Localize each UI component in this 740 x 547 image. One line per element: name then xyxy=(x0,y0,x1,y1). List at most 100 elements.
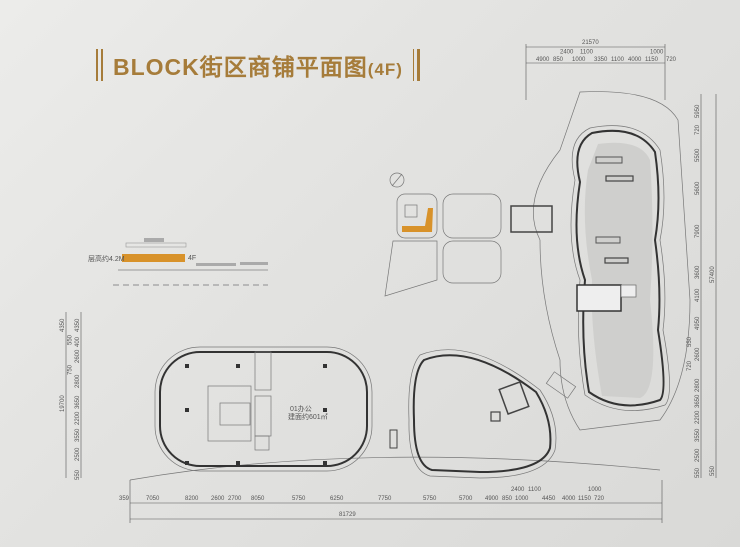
dim-label: 750 xyxy=(68,364,74,375)
unit-outline xyxy=(154,346,373,472)
dimension-right: 5950 720 5500 5600 7900 3600 4100 4950 5… xyxy=(687,94,717,478)
dim-label: 2500 xyxy=(695,448,701,462)
section-floor xyxy=(196,263,236,266)
key-plan xyxy=(384,172,553,297)
dim-label: 3350 xyxy=(594,57,608,63)
dim-label: 400 xyxy=(75,336,81,347)
title-main: BLOCK街区商铺平面图 xyxy=(113,54,368,80)
pavilion xyxy=(490,411,501,422)
dim-label: 1150 xyxy=(645,57,659,63)
dim-left-total: 19700 xyxy=(60,395,66,412)
north-arrow-needle xyxy=(391,173,403,187)
skylight xyxy=(595,156,623,164)
dim-label: 5500 xyxy=(695,148,701,162)
dim-label: 550 xyxy=(68,334,74,345)
dim-label: 8050 xyxy=(251,496,265,502)
dim-label: 2400 xyxy=(511,487,525,493)
building-section: 层高约4.2M 4F xyxy=(88,238,268,286)
dim-label: 550 xyxy=(710,465,716,476)
dim-label: 1000 xyxy=(588,487,602,493)
dim-label: 5750 xyxy=(292,496,306,502)
highlight-unit xyxy=(402,208,433,232)
dim-label: 720 xyxy=(666,57,677,63)
stair xyxy=(254,351,272,391)
dim-label: 7750 xyxy=(378,496,392,502)
right-block-wall xyxy=(575,129,665,407)
dim-label: 3550 xyxy=(75,428,81,442)
dim-label: 2600 xyxy=(211,496,225,502)
key-plan-building xyxy=(510,205,553,233)
dim-label: 2400 xyxy=(560,50,574,56)
dim-label: 550 xyxy=(687,336,693,347)
dim-label: 3650 xyxy=(695,394,701,408)
dim-label: 4450 xyxy=(542,496,556,502)
middle-block xyxy=(389,349,577,479)
column xyxy=(185,408,189,412)
dim-label: 720 xyxy=(594,496,605,502)
dim-label: 4350 xyxy=(75,318,81,332)
dimension-bottom: 359 7050 8200 2600 2700 8050 5750 6250 7… xyxy=(119,480,663,523)
key-plan-block xyxy=(442,193,502,239)
site-curve xyxy=(129,456,661,481)
dim-label: 1000 xyxy=(572,57,586,63)
skylight xyxy=(605,175,634,182)
dim-label: 850 xyxy=(553,57,564,63)
elevator xyxy=(620,284,637,298)
dim-label: 4900 xyxy=(536,57,550,63)
dim-label: 5600 xyxy=(695,181,701,195)
title-ornament-right xyxy=(412,49,420,81)
dim-label: 2800 xyxy=(695,378,701,392)
site-boundary xyxy=(533,91,691,431)
skylight xyxy=(595,236,621,244)
title-floor: (4F) xyxy=(367,60,403,79)
section-height-label: 层高约4.2M xyxy=(88,254,125,263)
dim-label: 2200 xyxy=(695,410,701,424)
dim-label: 1100 xyxy=(528,487,542,493)
unit-wall xyxy=(159,351,368,467)
dim-label: 4350 xyxy=(60,318,66,332)
dim-label: 2500 xyxy=(75,447,81,461)
dim-label: 7900 xyxy=(695,224,701,238)
column xyxy=(185,461,189,465)
stair-core xyxy=(576,284,622,312)
dim-label: 1000 xyxy=(515,496,529,502)
page-title: BLOCK街区商铺平面图(4F) xyxy=(96,48,420,82)
dim-label: 359 xyxy=(119,496,130,502)
column xyxy=(323,408,327,412)
section-highlight-floor xyxy=(122,254,185,262)
dim-label: 3550 xyxy=(695,428,701,442)
section-floor-label: 4F xyxy=(188,255,196,262)
column xyxy=(323,461,327,465)
elevator xyxy=(254,435,270,451)
dim-label: 5750 xyxy=(423,496,437,502)
dim-label: 2800 xyxy=(75,374,81,388)
dim-label: 3600 xyxy=(695,265,701,279)
office-unit-01[interactable]: 01办公 建面约601㎡ xyxy=(154,346,373,472)
dim-label: 2700 xyxy=(228,496,242,502)
middle-block-outline xyxy=(408,349,557,479)
dim-label: 1100 xyxy=(580,50,594,56)
dim-label: 2600 xyxy=(695,347,701,361)
key-plan-core xyxy=(404,204,418,218)
unit-area: 建面约601㎡ xyxy=(288,412,328,421)
dim-label: 4000 xyxy=(628,57,642,63)
dim-label: 550 xyxy=(695,467,701,478)
section-floor xyxy=(240,262,268,265)
north-arrow-icon xyxy=(389,172,405,188)
title-ornament-left xyxy=(96,49,103,81)
pavilion xyxy=(498,381,530,415)
dim-label: 5700 xyxy=(459,496,473,502)
dim-label: 5950 xyxy=(695,104,701,118)
stair xyxy=(254,395,272,437)
pavilion xyxy=(389,429,398,449)
column xyxy=(236,461,240,465)
restroom xyxy=(219,402,251,426)
dim-label: 1000 xyxy=(650,50,664,56)
key-plan-block xyxy=(384,240,438,297)
core-area xyxy=(207,385,252,442)
dim-label: 2200 xyxy=(75,411,81,425)
dim-label: 3650 xyxy=(75,395,81,409)
right-block-outline xyxy=(570,125,670,411)
skylight xyxy=(604,257,629,264)
